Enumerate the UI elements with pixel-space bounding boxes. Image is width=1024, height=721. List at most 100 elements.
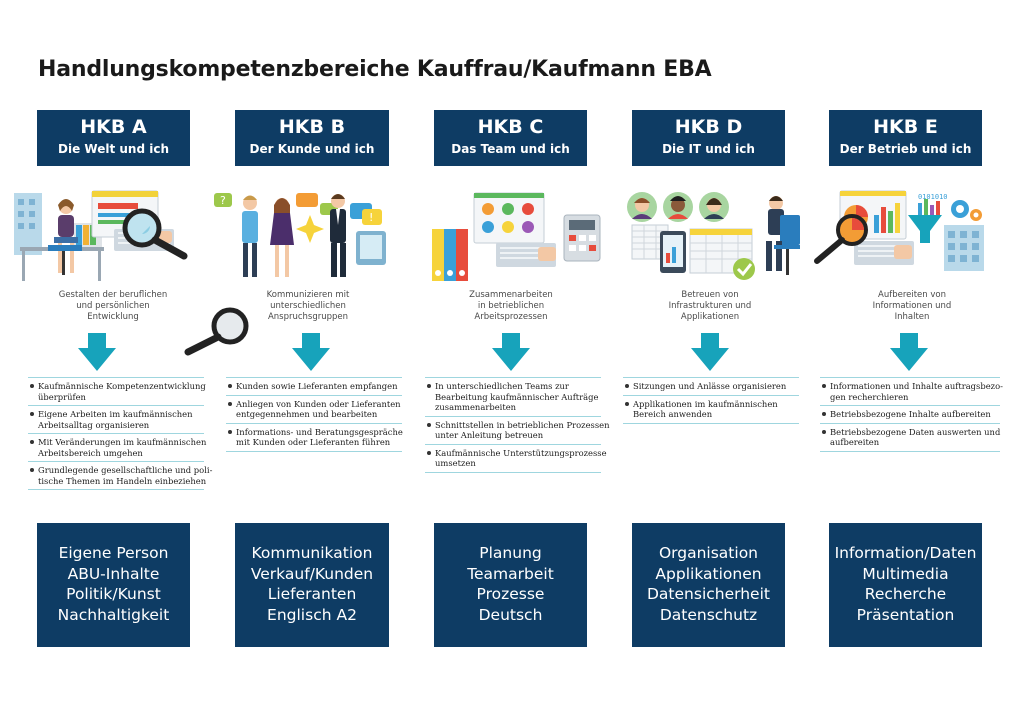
subject-line: Prozesse <box>476 585 545 603</box>
caption-line: unterschiedlichen <box>270 301 346 311</box>
subject-line: ABU-Inhalte <box>67 564 160 583</box>
page-title: Handlungskompetenzbereiche Kauffrau/Kauf… <box>38 57 712 82</box>
down-arrow-icon <box>78 333 116 371</box>
list-item: Betriebsbezogene Inhalte aufbereiten <box>820 405 1000 423</box>
list-item: Kunden sowie Lieferanten empfangen <box>226 377 402 395</box>
column-hkb-e: HKB E Der Betrieb und ich 0101010 Aufber… <box>0 0 1003 721</box>
caption-line: Entwicklung <box>87 312 139 322</box>
subject-line: Präsentation <box>856 605 955 624</box>
subject-line: Verkauf/Kunden <box>250 564 374 583</box>
subject-line: Englisch A2 <box>267 605 357 624</box>
hkb-code: HKB C <box>477 116 544 138</box>
subject-line: Recherche <box>864 585 947 603</box>
down-arrow-icon <box>691 333 729 371</box>
caption-line: Kommunizieren mit <box>266 290 350 300</box>
subject-line: Deutsch <box>478 605 543 624</box>
caption-line: Inhalten <box>894 312 930 322</box>
subject-line: Datensicherheit <box>647 585 770 603</box>
subjects-box: Eigene Person ABU-Inhalte Politik/Kunst … <box>37 523 190 647</box>
subjects-box: Information/Daten Multimedia Recherche P… <box>829 523 982 647</box>
caption-line: Anspruchsgruppen <box>267 312 349 322</box>
task-list: Kunden sowie Lieferanten empfangen Anlie… <box>226 377 403 452</box>
magnifier-icon <box>184 307 249 356</box>
hkb-header: HKB B Der Kunde und ich <box>235 110 389 166</box>
column-caption: Gestalten der beruflichen und persönlich… <box>38 290 188 330</box>
column-caption: Zusammenarbeiten in betrieblichen Arbeit… <box>430 290 592 330</box>
subjects-box: Kommunikation Verkauf/Kunden Lieferanten… <box>235 523 389 647</box>
down-arrow-icon <box>292 333 330 371</box>
caption-line: Informationen und <box>872 301 952 311</box>
task-list: Sitzungen und Anlässe organisieren Appli… <box>623 377 799 424</box>
svg-text:?: ? <box>220 194 226 207</box>
subject-line: Nachhaltigkeit <box>57 605 170 624</box>
subjects-box: Planung Teamarbeit Prozesse Deutsch <box>434 523 587 647</box>
hkb-subtitle: Der Kunde und ich <box>249 142 375 156</box>
magnifier-icon <box>122 208 188 260</box>
hkb-code: HKB D <box>674 116 743 138</box>
caption-line: Gestalten der beruflichen <box>58 290 168 300</box>
subject-line: Multimedia <box>862 564 949 583</box>
hkb-header: HKB C Das Team und ich <box>434 110 587 166</box>
hkb-code: HKB E <box>873 116 938 138</box>
list-item: Schnittstellen in betrieblichen Prozesse… <box>425 415 609 444</box>
caption-line: Infrastrukturen und <box>668 301 752 311</box>
column-hkb-a: HKB A Die Welt und ich Gestalten der ber… <box>0 0 212 721</box>
subject-line: Teamarbeit <box>467 564 554 583</box>
column-hkb-b: HKB B Der Kunde und ich ? ! Kommuniziere… <box>0 0 403 721</box>
caption-line: Zusammenarbeiten <box>469 290 553 300</box>
task-list: Informationen und Inhalte auftragsbezo-g… <box>820 377 1003 452</box>
magnifier-icon <box>814 214 868 264</box>
column-caption: Aufbereiten von Informationen und Inhalt… <box>832 290 992 330</box>
caption-line: und persönlichen <box>76 301 150 311</box>
caption-line: in betrieblichen <box>477 301 545 311</box>
list-item: Sitzungen und Anlässe organisieren <box>623 377 799 395</box>
hkb-header: HKB D Die IT und ich <box>632 110 785 166</box>
hkb-header: HKB E Der Betrieb und ich <box>829 110 982 166</box>
svg-text:0101010: 0101010 <box>918 193 948 201</box>
subject-line: Information/Daten <box>834 544 977 562</box>
subject-line: Datenschutz <box>659 605 758 624</box>
column-hkb-d: HKB D Die IT und ich Betreuen von Infras… <box>0 0 800 721</box>
team-illustration <box>432 192 601 281</box>
down-arrow-icon <box>492 333 530 371</box>
column-caption: Kommunizieren mit unterschiedlichen Ansp… <box>228 290 388 330</box>
subjects-box: Organisation Applikationen Datensicherhe… <box>632 523 785 647</box>
list-item: Grundlegende gesellschaftliche und poli-… <box>28 461 212 490</box>
hkb-subtitle: Die Welt und ich <box>58 142 169 156</box>
subject-line: Organisation <box>658 544 759 562</box>
hkb-code: HKB B <box>278 116 346 138</box>
customer-communication-illustration: ? ! <box>214 193 386 277</box>
list-item: Informationen und Inhalte auftragsbezo-g… <box>820 377 1003 405</box>
hkb-subtitle: Das Team und ich <box>451 142 570 156</box>
hkb-header: HKB A Die Welt und ich <box>37 110 190 166</box>
subject-line: Applikationen <box>655 564 762 583</box>
caption-line: Arbeitsprozessen <box>474 312 548 322</box>
hkb-code: HKB A <box>80 116 147 138</box>
it-illustration <box>627 192 800 280</box>
subject-line: Politik/Kunst <box>66 585 161 603</box>
svg-text:!: ! <box>369 211 373 224</box>
subject-line: Kommunikation <box>251 544 373 562</box>
down-arrow-icon <box>890 333 928 371</box>
column-caption: Betreuen von Infrastrukturen und Applika… <box>630 290 790 330</box>
subject-line: Planung <box>479 544 542 562</box>
hkb-subtitle: Die IT und ich <box>662 142 755 156</box>
caption-line: Applikationen <box>680 312 740 322</box>
caption-line: Aufbereiten von <box>878 290 946 300</box>
subject-line: Eigene Person <box>58 544 169 562</box>
business-data-illustration: 0101010 <box>839 190 984 271</box>
column-hkb-c: HKB C Das Team und ich Zusammenarbeiten … <box>0 0 609 721</box>
hkb-subtitle: Der Betrieb und ich <box>839 142 972 156</box>
subject-line: Lieferanten <box>267 585 357 603</box>
